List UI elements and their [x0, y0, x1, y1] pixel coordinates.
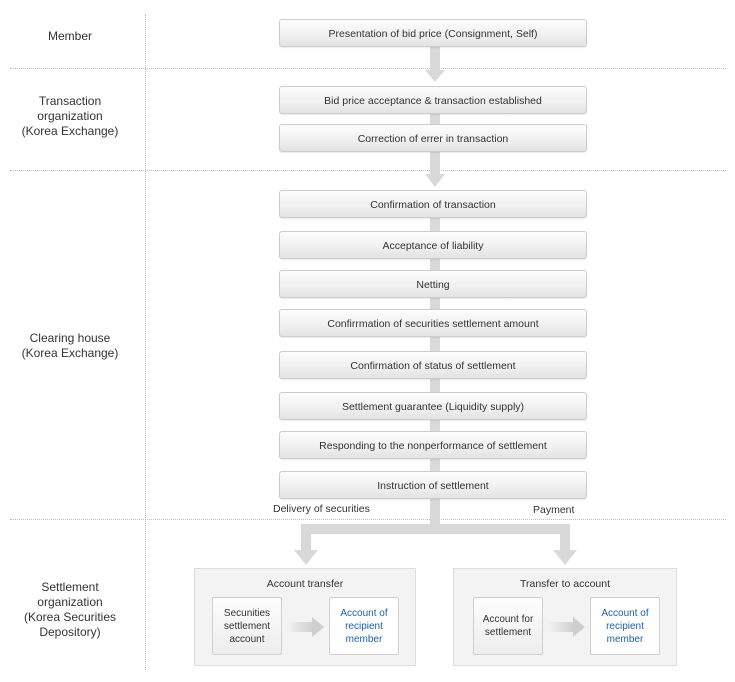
connector-branch — [301, 524, 570, 534]
connector-spine — [430, 47, 440, 70]
column-divider — [145, 14, 146, 670]
row-label-line: (Korea Exchange) — [21, 124, 119, 138]
step-bid-acceptance: Bid price acceptance & transaction estab… — [279, 86, 587, 114]
row-label-line: (Korea Securities — [23, 610, 117, 624]
box-line: member — [345, 633, 383, 645]
right-arrow-icon — [548, 617, 585, 637]
step-settlement-guarantee: Settlement guarantee (Liquidity supply) — [279, 392, 587, 420]
connector-branch — [301, 524, 311, 552]
step-netting: Netting — [279, 270, 587, 298]
row-label-clearing-house: Clearing house (Korea Exchange) — [0, 331, 140, 361]
box-line: recipient — [345, 620, 383, 632]
box-line: Account of — [340, 607, 388, 619]
row-divider — [10, 68, 726, 69]
row-label-line: Clearing house — [29, 331, 111, 345]
box-line: Secunities — [223, 607, 271, 619]
recipient-member-account: Account of recipient member — [329, 597, 399, 655]
securities-settlement-account: Secunities settlement account — [212, 597, 282, 655]
row-label-line: organization — [37, 109, 103, 123]
row-divider — [10, 519, 726, 520]
step-confirm-transaction: Confirmation of transaction — [279, 190, 587, 218]
box-line: Account of — [601, 607, 649, 619]
recipient-member-account: Account of recipient member — [590, 597, 660, 655]
box-line: account — [229, 633, 265, 645]
connector-spine — [430, 113, 440, 125]
step-settlement-instruction: Instruction of settlement — [279, 471, 587, 499]
step-securities-amount: Confirrmation of securities settlement a… — [279, 309, 587, 337]
branch-label-payment: Payment — [533, 504, 575, 516]
box-line: settlement — [484, 627, 532, 638]
settlement-account: Account for settlement — [473, 597, 543, 655]
panel-transfer-to-account: Transfer to account Account for settleme… — [453, 568, 677, 666]
row-divider — [10, 170, 726, 171]
panel-title: Transfer to account — [519, 578, 611, 590]
row-label-line: Settlement — [41, 580, 99, 594]
row-label-settlement-organization: Settlement organization (Korea Securitie… — [0, 580, 140, 640]
step-nonperformance: Responding to the nonperformance of sett… — [279, 431, 587, 459]
row-label-transaction-organization: Transaction organization (Korea Exchange… — [0, 94, 140, 139]
step-settlement-status: Confirmation of status of settlement — [279, 351, 587, 379]
branch-label-delivery: Delivery of securities — [273, 503, 370, 515]
down-arrow-icon — [425, 174, 445, 187]
down-arrow-icon — [294, 550, 318, 565]
down-arrow-icon — [425, 70, 445, 82]
right-arrow-icon — [287, 617, 324, 637]
connector-spine — [430, 152, 440, 174]
panel-title: Account transfer — [266, 578, 344, 590]
row-label-line: Depository) — [39, 625, 101, 639]
step-error-correction: Correction of errer in transaction — [279, 124, 587, 152]
row-label-line: (Korea Exchange) — [21, 346, 119, 360]
row-label-member: Member — [0, 29, 140, 44]
box-line: member — [606, 633, 644, 645]
panel-account-transfer: Account transfer Secunities settlement a… — [194, 568, 416, 666]
step-bid-price: Presentation of bid price (Consignment, … — [279, 19, 587, 47]
connector-branch — [560, 524, 570, 552]
box-line: Account for — [482, 614, 534, 625]
box-line: recipient — [606, 620, 644, 632]
box-line: settlement — [223, 620, 271, 632]
row-label-line: Transaction — [38, 94, 102, 108]
down-arrow-icon — [553, 550, 577, 565]
row-label-member-text: Member — [47, 29, 92, 43]
row-label-line: organization — [37, 595, 103, 609]
step-acceptance-liability: Acceptance of liability — [279, 231, 587, 259]
